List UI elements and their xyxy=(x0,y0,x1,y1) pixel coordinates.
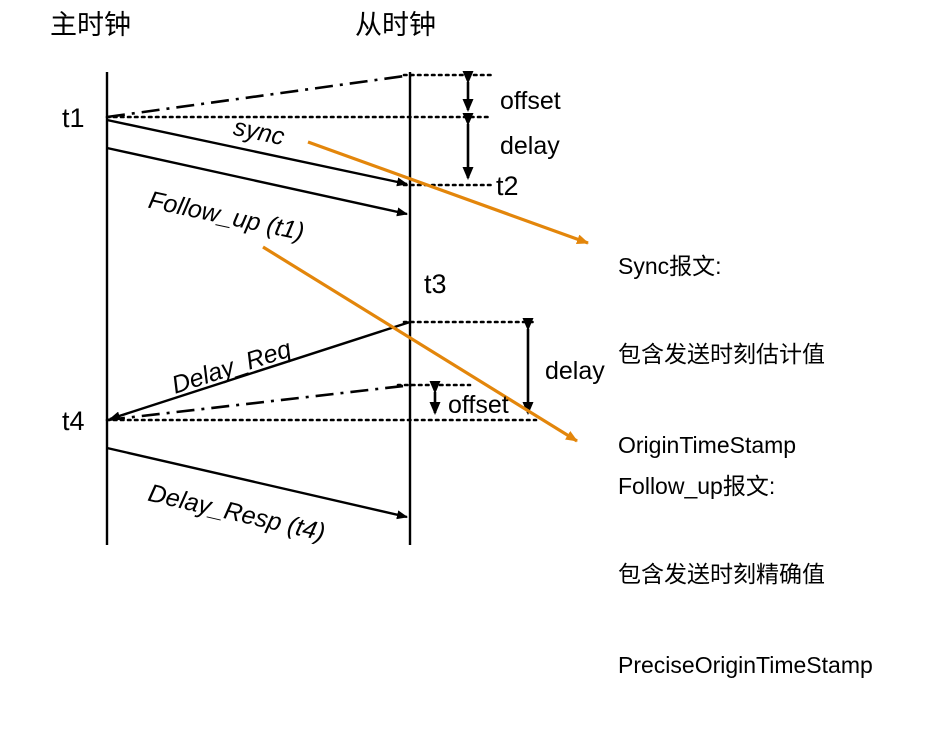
message-arrow-follow-up xyxy=(106,146,408,217)
annotation-sync-note: Sync报文: 包含发送时刻估计值 OriginTimeStamp xyxy=(618,192,825,521)
message-arrow-delay-req xyxy=(109,320,411,421)
annotation-sync-line-2: 包含发送时刻估计值 xyxy=(618,342,825,369)
timestamp-label-t4: t4 xyxy=(62,406,85,436)
timestamp-label-t3: t3 xyxy=(424,269,447,299)
measure-label-delay-top: delay xyxy=(500,132,560,160)
lifeline-title-master-clock: 主时钟 xyxy=(50,10,131,41)
annotation-follow-up-note: Follow_up报文: 包含发送时刻精确值 PreciseOriginTime… xyxy=(618,412,873,741)
pointer-sync-note xyxy=(307,140,589,245)
annotation-follow-up-line-2: 包含发送时刻精确值 xyxy=(618,562,825,589)
message-arrow-delay-resp xyxy=(106,446,408,520)
diagram-canvas: 主时钟 从时钟 t1 t2 t3 t4 offset delay offset … xyxy=(50,10,873,679)
measure-label-delay-bottom: delay xyxy=(545,357,605,385)
annotation-follow-up-line-1: Follow_up报文: xyxy=(618,472,776,499)
annotation-sync-line-1: Sync报文: xyxy=(618,252,722,279)
lifeline-title-slave-clock: 从时钟 xyxy=(355,10,436,41)
annotation-sync-line-3: OriginTimeStamp xyxy=(618,432,797,459)
measure-label-offset-top: offset xyxy=(500,87,561,115)
ptp-sequence-diagram xyxy=(105,71,589,545)
reference-clock-skew-top xyxy=(106,73,413,119)
reference-clock-skew-bottom xyxy=(106,383,413,422)
measure-label-offset-bottom: offset xyxy=(448,391,509,419)
message-arrow-sync xyxy=(106,118,408,187)
timestamp-label-t1: t1 xyxy=(62,103,85,133)
timestamp-label-t2: t2 xyxy=(496,171,519,201)
annotation-follow-up-line-3: PreciseOriginTimeStamp xyxy=(618,652,873,679)
pointer-follow-up-note xyxy=(262,245,578,443)
